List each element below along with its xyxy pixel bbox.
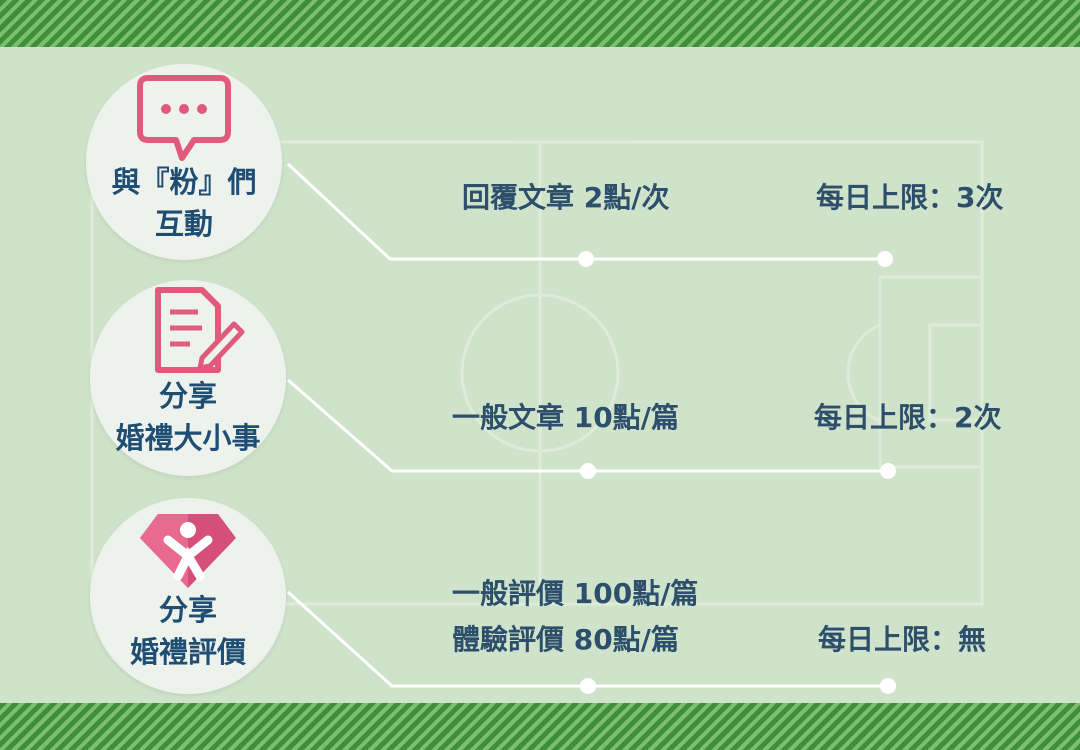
document-pencil-icon	[155, 287, 245, 373]
badge-label-line1: 分享	[158, 593, 217, 627]
daily-limit-text: 每日上限：2次	[814, 401, 1002, 434]
daily-limit-text: 每日上限：3次	[816, 181, 1004, 214]
connector-dot	[880, 678, 896, 694]
speech-bubble-icon	[137, 75, 231, 161]
diamond-icon	[140, 514, 236, 588]
share-wedding-stories-badge: 分享 婚禮大小事	[90, 280, 286, 476]
points-text-experience-review: 體驗評價 80點/篇	[452, 623, 679, 656]
bottom-stripe-banner	[0, 703, 1080, 750]
badge-label-line2: 婚禮評價	[129, 635, 246, 669]
points-text: 一般文章 10點/篇	[452, 401, 679, 434]
badge-label-line1: 與『粉』們	[111, 165, 257, 199]
connector-dot	[580, 678, 596, 694]
share-wedding-reviews-badge: 分享 婚禮評價	[90, 498, 286, 694]
interact-fans-badge: 與『粉』們 互動	[86, 64, 282, 260]
points-text-general-review: 一般評價 100點/篇	[452, 577, 699, 610]
badge-label-line2: 互動	[154, 207, 213, 241]
points-text: 回覆文章 2點/次	[462, 181, 670, 214]
connector-dot	[880, 463, 896, 479]
daily-limit-text: 每日上限：無	[818, 623, 987, 656]
connector-dot	[580, 463, 596, 479]
connector-dot	[578, 251, 594, 267]
top-stripe-banner	[0, 0, 1080, 47]
badge-label-line1: 分享	[158, 379, 217, 413]
badge-label-line2: 婚禮大小事	[115, 421, 261, 455]
connector-dot	[877, 251, 893, 267]
